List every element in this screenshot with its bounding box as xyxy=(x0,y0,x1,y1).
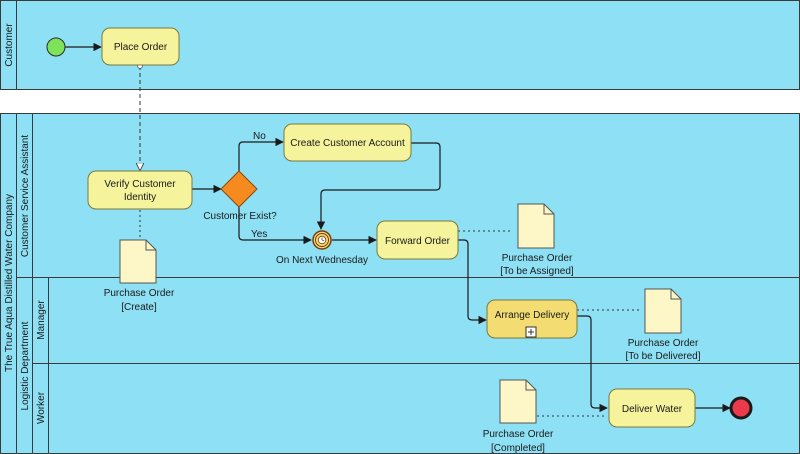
document-delivered-label-1: Purchase Order xyxy=(628,338,699,349)
task-deliver-water-label: Deliver Water xyxy=(622,404,683,415)
document-purchase-order-completed[interactable] xyxy=(499,379,537,424)
subprocess-arrange-delivery[interactable]: Arrange Delivery xyxy=(486,299,578,339)
document-create-label-2: [Create] xyxy=(121,302,157,313)
flow-gateway-yes[interactable] xyxy=(238,206,312,245)
document-purchase-order-create[interactable] xyxy=(119,239,157,284)
subprocess-arrange-delivery-label: Arrange Delivery xyxy=(495,310,569,321)
document-create-label-1: Purchase Order xyxy=(104,288,175,299)
pool-customer-label: Customer xyxy=(4,23,15,67)
end-event[interactable] xyxy=(729,396,753,420)
lane-manager[interactable]: Manager xyxy=(32,277,800,364)
expand-icon[interactable] xyxy=(525,326,537,338)
document-delivered-label-2: [To be Delivered] xyxy=(625,351,700,362)
flow-arrange-to-deliver[interactable] xyxy=(576,315,608,413)
task-deliver-water[interactable]: Deliver Water xyxy=(608,388,696,428)
start-event[interactable] xyxy=(46,37,66,57)
task-create-account-label: Create Customer Account xyxy=(290,138,405,149)
task-create-customer-account[interactable]: Create Customer Account xyxy=(283,123,412,162)
flow-gateway-no[interactable] xyxy=(238,137,284,172)
pool-company[interactable]: The True Aqua Distilled Water Company xyxy=(0,113,800,454)
document-purchase-order-delivered[interactable] xyxy=(644,288,682,334)
timer-label: On Next Wednesday xyxy=(276,255,368,266)
document-assigned-label-1: Purchase Order xyxy=(502,253,573,264)
task-verify-label-line2: Identity xyxy=(124,192,156,203)
gateway-yes-label: Yes xyxy=(251,229,267,240)
lane-csa-label: Customer Service Assistant xyxy=(20,135,31,257)
task-forward-order-label: Forward Order xyxy=(385,236,451,247)
clock-icon xyxy=(317,235,327,245)
task-verify-customer-identity[interactable]: Verify Customer Identity xyxy=(87,170,193,210)
lane-worker-label: Worker xyxy=(36,391,47,424)
timer-event[interactable] xyxy=(312,230,332,250)
task-place-order-label: Place Order xyxy=(114,42,168,53)
task-verify-label-line1: Verify Customer xyxy=(104,179,176,190)
flow-forward-to-arrange[interactable] xyxy=(458,239,487,325)
task-place-order[interactable]: Place Order xyxy=(101,27,180,66)
document-purchase-order-assigned[interactable] xyxy=(517,203,555,249)
pool-company-label: The True Aqua Distilled Water Company xyxy=(4,194,15,372)
gateway-customer-exist[interactable] xyxy=(220,170,258,208)
lane-worker[interactable]: Worker xyxy=(32,363,49,454)
gateway-label: Customer Exist? xyxy=(203,211,277,222)
task-forward-order[interactable]: Forward Order xyxy=(376,220,459,260)
flow-create-account-to-timer[interactable] xyxy=(316,142,441,230)
lane-logistic-label: Logistic Department xyxy=(20,321,31,410)
gateway-no-label: No xyxy=(253,131,266,142)
document-completed-label-1: Purchase Order xyxy=(483,429,554,440)
document-completed-label-2: [Completed] xyxy=(491,443,545,454)
lane-logistic-department[interactable]: Logistic Department xyxy=(16,277,33,454)
document-assigned-label-2: [To be Assigned] xyxy=(500,266,574,277)
lane-manager-label: Manager xyxy=(36,300,47,340)
